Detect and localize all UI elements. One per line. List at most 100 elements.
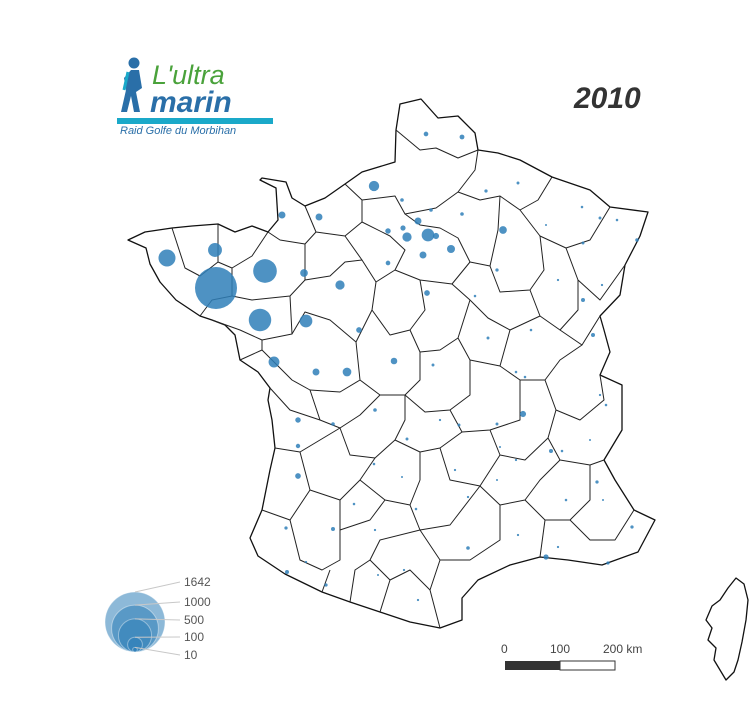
department-bubble [495, 422, 499, 426]
department-border [359, 352, 421, 396]
department-border [394, 261, 491, 285]
department-border [524, 465, 591, 521]
department-border [529, 280, 579, 331]
department-border [451, 283, 541, 331]
department-bubble [278, 211, 286, 219]
department-border [339, 479, 386, 531]
department-bubble [385, 260, 391, 266]
department-bubble [453, 468, 457, 472]
department-bubble [356, 327, 362, 333]
legend-label: 500 [184, 613, 204, 627]
department-bubble [342, 367, 352, 377]
corsica-outline [705, 577, 749, 681]
department-bubble [486, 336, 490, 340]
department-bubble [400, 225, 406, 231]
year-label: 2010 [573, 82, 641, 115]
department-border [269, 387, 321, 421]
department-bubble [400, 475, 404, 479]
logo-subtitle: Raid Golfe du Morbihan [120, 125, 236, 137]
legend-leader-line [134, 646, 181, 656]
department-bubble [373, 528, 377, 532]
scale-bar: 0 100 200 km [501, 642, 642, 671]
department-bubble [372, 462, 376, 466]
department-bubble [376, 573, 380, 577]
legend-leader-line [134, 601, 181, 606]
department-bubble [368, 180, 380, 192]
department-border [304, 200, 363, 237]
department-border [289, 500, 341, 571]
department-bubble [400, 198, 404, 202]
department-bubble [543, 554, 549, 560]
department-bubble [588, 438, 592, 442]
department-bubble [498, 445, 502, 449]
department-bubble [331, 422, 335, 426]
department-border [489, 235, 545, 293]
scale-label-200: 200 km [603, 642, 642, 656]
department-bubble [315, 213, 323, 221]
department-bubble [402, 232, 412, 242]
department-border [339, 395, 406, 459]
department-bubble [495, 268, 499, 272]
department-bubble [598, 216, 602, 220]
scale-label-0: 0 [501, 642, 508, 656]
department-border [394, 431, 463, 453]
department-bubble [590, 332, 596, 338]
legend-label: 1642 [184, 575, 211, 589]
department-border [239, 340, 263, 361]
department-bubble [529, 328, 533, 332]
department-bubble [519, 410, 527, 418]
participant-bubbles [158, 131, 639, 602]
department-border [309, 389, 381, 429]
department-bubble [385, 228, 391, 234]
logo-line2: marin [150, 86, 232, 119]
department-bubble [604, 403, 608, 407]
department-bubble [516, 533, 520, 537]
department-bubble [446, 244, 456, 254]
department-bubble [556, 545, 560, 549]
department-bubble [466, 495, 470, 499]
department-bubble [330, 526, 336, 532]
department-bubble [615, 218, 619, 222]
scale-label-100: 100 [550, 642, 570, 656]
department-border [519, 206, 611, 249]
department-bubble [460, 212, 464, 216]
department-bubble [606, 561, 610, 565]
department-bubble [630, 525, 634, 529]
department-bubble [423, 131, 429, 137]
department-border [419, 505, 501, 561]
department-bubble [405, 437, 409, 441]
department-bubble [208, 243, 222, 257]
department-bubble [466, 546, 470, 550]
department-bubble [598, 393, 602, 397]
department-borders [171, 129, 635, 629]
department-border [559, 315, 601, 346]
department-bubble [548, 448, 554, 454]
department-border [404, 360, 471, 413]
department-bubble [595, 480, 599, 484]
department-border [274, 427, 341, 453]
department-border [344, 149, 479, 215]
department-border [369, 529, 421, 561]
department-bubble [373, 408, 377, 412]
department-border [349, 559, 391, 603]
legend-label: 1000 [184, 595, 211, 609]
legend-label: 10 [184, 648, 198, 662]
department-border [457, 329, 511, 367]
ultramarin-logo: L'ultra marin Raid Golfe du Morbihan [117, 57, 273, 137]
department-border [565, 247, 626, 301]
logo-wave [117, 118, 273, 124]
department-bubble [432, 232, 440, 240]
department-bubble [438, 418, 442, 422]
department-bubble [580, 205, 584, 209]
department-bubble [284, 569, 290, 575]
department-bubble [516, 181, 520, 185]
department-bubble [429, 208, 433, 212]
department-bubble [600, 283, 604, 287]
department-border [384, 452, 421, 506]
department-bubble [514, 458, 518, 462]
department-bubble [416, 598, 420, 602]
department-bubble [295, 473, 301, 479]
department-bubble [402, 568, 406, 572]
department-border [304, 259, 377, 343]
department-bubble [335, 280, 345, 290]
